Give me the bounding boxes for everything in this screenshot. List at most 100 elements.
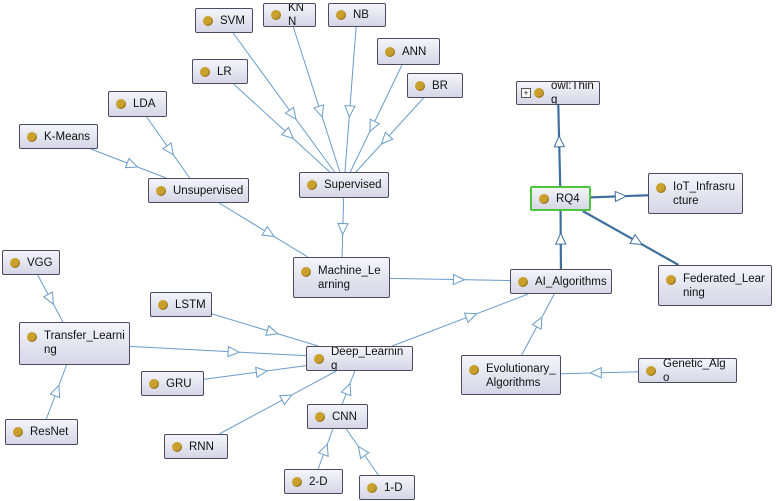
class-dot-icon — [10, 257, 20, 268]
class-dot-icon — [27, 332, 37, 342]
class-label: Genetic_Algo — [663, 358, 726, 383]
edge-lstm-dl — [211, 313, 319, 347]
class-node-supervised[interactable]: Supervised — [299, 172, 389, 198]
class-node-dl[interactable]: Deep_Learning — [306, 346, 413, 371]
class-label: Unsupervised — [173, 184, 244, 197]
class-label: VGG — [27, 256, 53, 269]
class-label: Supervised — [324, 179, 382, 191]
arrowhead-icon — [629, 233, 644, 246]
arrowhead-icon — [42, 291, 54, 306]
class-label: NB — [353, 9, 369, 21]
class-node-knn[interactable]: KNN — [263, 3, 316, 27]
class-label: 1-D — [384, 481, 403, 494]
class-label: LDA — [133, 98, 156, 110]
arrowhead-icon — [265, 324, 279, 336]
arrowhead-icon — [313, 104, 325, 119]
arrowhead-icon — [284, 106, 297, 121]
class-node-nb[interactable]: NB — [328, 3, 386, 27]
class-dot-icon — [315, 411, 325, 422]
class-dot-icon — [27, 131, 37, 142]
class-label: K-Means — [44, 130, 91, 143]
class-label: Machine_Learning — [318, 265, 381, 291]
class-label: RQ4 — [556, 192, 580, 205]
class-dot-icon — [666, 275, 676, 285]
class-label: owl:Thing — [551, 81, 594, 105]
class-node-evo[interactable]: Evolutionary_Algorithms — [461, 355, 561, 395]
arrowhead-icon — [452, 273, 466, 286]
edge-unsupervised-ml — [218, 202, 309, 258]
class-node-tl[interactable]: Transfer_Learning — [19, 322, 130, 365]
class-node-d2[interactable]: 2-D — [284, 469, 343, 494]
class-dot-icon — [534, 88, 544, 98]
edge-nb-supervised — [344, 26, 357, 173]
class-node-ml[interactable]: Machine_Learning — [293, 257, 390, 298]
class-label: CNN — [332, 410, 357, 423]
arrowhead-icon — [555, 231, 567, 245]
class-node-lstm[interactable]: LSTM — [150, 292, 212, 317]
arrowhead-icon — [614, 190, 628, 203]
arrowhead-icon — [49, 384, 61, 399]
class-dot-icon — [646, 365, 656, 376]
class-node-lr[interactable]: LR — [192, 59, 248, 84]
class-node-owl[interactable]: + owl:Thing — [516, 81, 600, 105]
edge-svm-supervised — [232, 32, 335, 173]
arrowhead-icon — [255, 366, 269, 379]
class-node-genetic[interactable]: Genetic_Algo — [638, 358, 737, 383]
edge-br-supervised — [355, 97, 424, 173]
class-node-vgg[interactable]: VGG — [2, 250, 60, 275]
class-dot-icon — [13, 427, 23, 437]
class-dot-icon — [469, 365, 479, 375]
edge-tl-dl — [129, 345, 307, 357]
class-dot-icon — [156, 185, 166, 196]
class-label: BR — [432, 79, 448, 92]
class-dot-icon — [200, 66, 210, 77]
arrowhead-icon — [124, 157, 139, 169]
arrowhead-icon — [357, 445, 370, 460]
class-label: ANN — [402, 45, 427, 58]
class-label: Deep_Learning — [331, 346, 404, 371]
class-node-resnet[interactable]: ResNet — [5, 419, 78, 445]
class-node-rq4[interactable]: RQ4 — [530, 186, 591, 211]
class-dot-icon — [292, 476, 302, 487]
class-node-gru[interactable]: GRU — [141, 371, 204, 396]
edge-dl-ai — [392, 293, 529, 347]
class-label: Transfer_Learning — [44, 330, 125, 356]
class-node-fl[interactable]: Federated_Learning — [658, 265, 772, 306]
class-node-cnn[interactable]: CNN — [307, 404, 368, 429]
class-node-rnn[interactable]: RNN — [164, 434, 228, 459]
arrowhead-icon — [344, 104, 356, 119]
class-dot-icon — [116, 99, 126, 109]
class-node-kmeans[interactable]: K-Means — [19, 124, 98, 149]
class-dot-icon — [656, 183, 666, 193]
class-label: Evolutionary_Algorithms — [486, 363, 556, 389]
class-node-ann[interactable]: ANN — [377, 38, 440, 65]
arrowhead-icon — [337, 222, 349, 236]
class-node-br[interactable]: BR — [407, 73, 463, 98]
class-label: 2-D — [309, 475, 328, 488]
arrowhead-icon — [463, 312, 478, 324]
class-label: GRU — [166, 377, 192, 390]
class-label: Federated_Learning — [683, 273, 765, 299]
class-node-unsupervised[interactable]: Unsupervised — [148, 178, 249, 203]
class-label: SVM — [220, 14, 245, 27]
class-node-iot[interactable]: IoT_Infrasructure — [648, 173, 743, 214]
class-dot-icon — [518, 276, 528, 287]
class-node-svm[interactable]: SVM — [195, 8, 253, 33]
class-dot-icon — [172, 441, 182, 452]
arrowhead-icon — [261, 225, 276, 238]
edge-rq4-fl — [582, 210, 680, 266]
class-dot-icon — [149, 378, 159, 389]
edge-ann-supervised — [349, 64, 403, 173]
arrowhead-icon — [161, 142, 175, 156]
class-dot-icon — [336, 10, 346, 20]
class-node-d1[interactable]: 1-D — [359, 475, 415, 500]
edge-lr-supervised — [233, 83, 331, 173]
class-label: AI_Algorithms — [535, 275, 607, 288]
class-node-ai[interactable]: AI_Algorithms — [510, 269, 612, 294]
edge-knn-supervised — [292, 26, 341, 173]
expand-toggle-icon[interactable]: + — [521, 88, 531, 98]
class-dot-icon — [307, 180, 317, 190]
class-node-lda[interactable]: LDA — [108, 91, 167, 117]
